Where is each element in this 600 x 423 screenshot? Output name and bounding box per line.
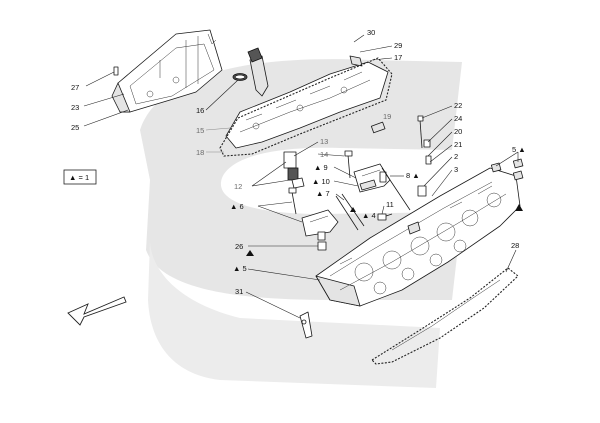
label-21: 21 bbox=[454, 140, 462, 149]
cylinder-head bbox=[315, 167, 521, 307]
valve-cover bbox=[225, 55, 389, 149]
label-6: ▲ 6 bbox=[230, 202, 244, 211]
label-3: 3 bbox=[454, 165, 458, 174]
front-arrow-icon bbox=[67, 296, 127, 326]
label-25: 25 bbox=[71, 123, 79, 132]
plug-19 bbox=[370, 121, 386, 134]
label-22: 22 bbox=[454, 101, 462, 110]
label-27: 27 bbox=[71, 83, 79, 92]
label-5: ▲ 5 bbox=[233, 264, 247, 273]
triangle-marker-icons bbox=[246, 204, 523, 256]
label-8: 8 ▲ bbox=[406, 171, 420, 180]
label-17: 17 bbox=[394, 53, 402, 62]
label-19: 19 bbox=[383, 112, 391, 121]
label-14: 14 bbox=[320, 150, 328, 159]
legend-text: ▲ = 1 bbox=[69, 173, 89, 182]
label-7: ▲ 7 bbox=[316, 189, 330, 198]
label-30: 30 bbox=[367, 28, 375, 37]
head-gasket-28 bbox=[371, 267, 519, 365]
label-10: ▲ 10 bbox=[312, 177, 330, 186]
label-23: 23 bbox=[71, 103, 79, 112]
label-4: ▲ 4 bbox=[362, 211, 376, 220]
cam-cap-9 bbox=[353, 163, 391, 193]
label-28: 28 bbox=[511, 241, 519, 250]
label-2: 2 bbox=[454, 152, 458, 161]
plugs-5 bbox=[490, 158, 524, 181]
label-26: 26 bbox=[235, 242, 243, 251]
legend-box bbox=[63, 169, 97, 185]
cam-cap-6 bbox=[288, 187, 339, 241]
timing-cover bbox=[111, 29, 223, 113]
seal-16 bbox=[232, 73, 248, 81]
part-labels: 30 29 17 27 23 25 16 15 18 13 14 12 19 2… bbox=[71, 28, 526, 296]
label-16: 16 bbox=[196, 106, 204, 115]
label-5-right: 5 ▲ bbox=[512, 145, 526, 154]
label-18: 18 bbox=[196, 148, 204, 157]
label-11: 11 bbox=[386, 200, 394, 209]
label-9: ▲ 9 bbox=[314, 163, 328, 172]
bolt-27 bbox=[113, 66, 119, 76]
cam-solenoid bbox=[283, 151, 305, 189]
stud-14 bbox=[344, 150, 353, 179]
leader-lines bbox=[83, 34, 519, 319]
label-24: 24 bbox=[454, 114, 462, 123]
label-13: 13 bbox=[320, 137, 328, 146]
bracket-31 bbox=[299, 311, 313, 339]
label-31: 31 bbox=[235, 287, 243, 296]
valve-cover-gasket-18 bbox=[219, 57, 393, 157]
dowel-26 bbox=[317, 241, 327, 251]
label-29: 29 bbox=[394, 41, 402, 50]
bolts-right-group bbox=[417, 115, 432, 197]
label-12: 12 bbox=[234, 182, 242, 191]
sensor-17-top bbox=[247, 47, 269, 97]
label-20: 20 bbox=[454, 127, 462, 136]
label-15: 15 bbox=[196, 126, 204, 135]
